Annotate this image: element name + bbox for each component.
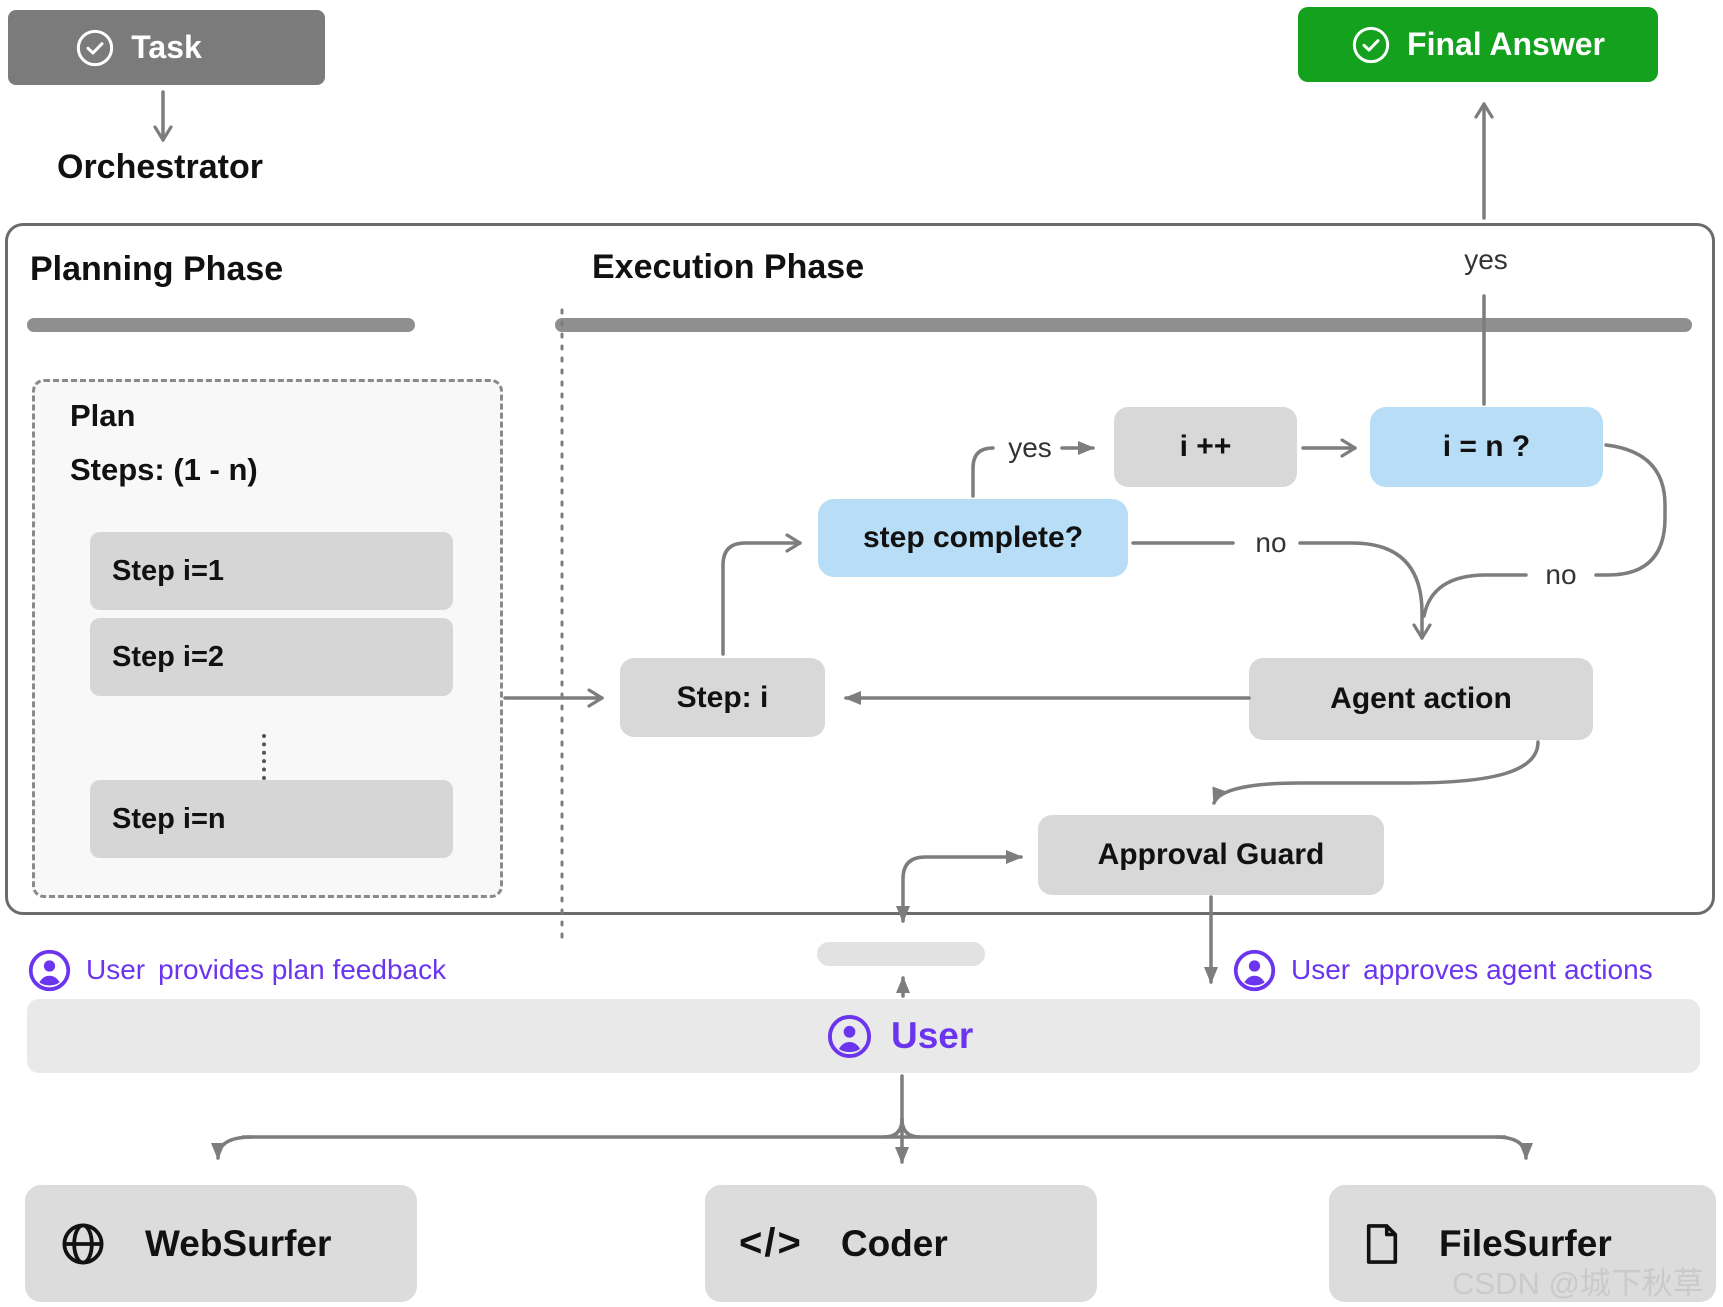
increment-node: i ++ <box>1114 407 1297 487</box>
orchestrator-title: Orchestrator <box>57 148 263 186</box>
websurfer-agent: WebSurfer <box>25 1185 417 1302</box>
i-equals-n-decision: i = n ? <box>1370 407 1603 487</box>
check-circle-icon <box>1351 25 1391 65</box>
plan-steps-range: Steps: (1 - n) <box>70 452 258 487</box>
execution-phase-title: Execution Phase <box>592 248 865 286</box>
approval-guard-node: Approval Guard <box>1038 815 1384 895</box>
execution-phase-underline <box>555 318 1692 332</box>
approve-actions-prefix: User <box>1291 954 1351 985</box>
final-answer-node: Final Answer <box>1298 7 1658 82</box>
no-label-step: no <box>1255 527 1287 558</box>
user-bar-identity: User <box>826 999 973 1073</box>
agent-name: FileSurfer <box>1439 1222 1612 1264</box>
user-gate-pill <box>817 942 985 966</box>
user-icon <box>1232 948 1277 993</box>
planning-phase-underline <box>27 318 415 332</box>
task-node: Task <box>8 10 325 85</box>
plan-feedback-annotation: User provides plan feedback <box>27 946 446 994</box>
check-circle-icon <box>75 28 115 68</box>
no-label-check: no <box>1545 559 1577 590</box>
yes-label-step: yes <box>1008 432 1052 463</box>
plan-step-1: Step i=1 <box>90 532 453 610</box>
watermark: CSDN @城下秋草 <box>1452 1266 1704 1301</box>
user-bar <box>27 999 1700 1073</box>
coder-agent: </> Coder <box>705 1185 1097 1302</box>
user-icon <box>826 1013 873 1060</box>
plan-step-2: Step i=2 <box>90 618 453 696</box>
file-icon <box>1363 1221 1401 1267</box>
planning-phase-title: Planning Phase <box>30 250 284 288</box>
step-complete-decision: step complete? <box>818 499 1128 577</box>
step-i-node: Step: i <box>620 658 825 737</box>
plan-title: Plan <box>70 398 136 433</box>
globe-icon <box>59 1220 107 1268</box>
task-label: Task <box>131 29 202 65</box>
code-icon: </> <box>739 1221 803 1265</box>
yes-label-final: yes <box>1464 244 1508 275</box>
filesurfer-agent: FileSurfer <box>1329 1185 1716 1302</box>
final-answer-label: Final Answer <box>1407 26 1605 62</box>
approve-actions-text: approves agent actions <box>1363 954 1653 985</box>
plan-step-n: Step i=n <box>90 780 453 858</box>
agent-action-node: Agent action <box>1249 658 1593 740</box>
user-bar-label-text: User <box>891 1015 974 1056</box>
user-icon <box>27 948 72 993</box>
plan-ellipsis-dots <box>262 734 266 780</box>
plan-feedback-prefix: User <box>86 954 146 985</box>
agent-name: WebSurfer <box>145 1222 332 1264</box>
agent-name: Coder <box>840 1222 948 1264</box>
approve-actions-annotation: User approves agent actions <box>1232 946 1653 994</box>
plan-feedback-text: provides plan feedback <box>158 954 447 985</box>
